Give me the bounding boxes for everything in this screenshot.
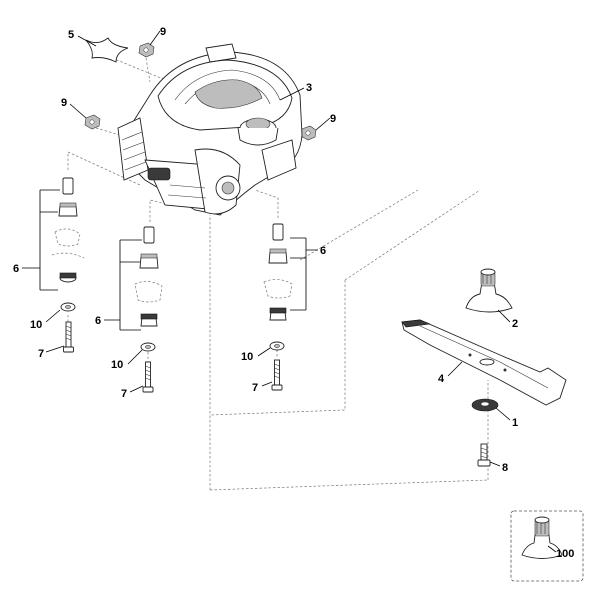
part-10-washer-right — [269, 341, 285, 351]
part-7-bolt-center — [142, 361, 154, 393]
callout-3: 3 — [306, 82, 312, 94]
part-9-nut-left — [84, 114, 101, 130]
part-6-mount-center — [134, 226, 163, 327]
callout-9-left: 9 — [61, 97, 67, 109]
part-9-nut-top — [138, 42, 155, 58]
part-10-washer-center — [140, 342, 156, 352]
leader-lines — [22, 30, 557, 553]
part-6-mount-left — [51, 177, 85, 283]
assembly-guide-lines — [67, 57, 489, 491]
callout-8: 8 — [502, 462, 508, 474]
callout-10-center: 10 — [111, 359, 123, 371]
part-7-bolt-left — [63, 321, 74, 353]
callout-9-right: 9 — [330, 113, 336, 125]
part-3-engine — [117, 43, 303, 216]
callout-7-center: 7 — [121, 388, 127, 400]
part-2-blade-adapter — [465, 268, 513, 313]
part-1-washer — [471, 398, 499, 412]
part-4-blade — [401, 319, 567, 406]
callout-7-left: 7 — [38, 348, 44, 360]
callout-10-left: 10 — [30, 319, 42, 331]
callout-4: 4 — [438, 373, 445, 385]
callout-6-left: 6 — [13, 263, 19, 275]
callout-2: 2 — [512, 318, 518, 330]
callout-9-top: 9 — [160, 26, 166, 38]
callout-6-center: 6 — [95, 315, 101, 327]
part-6-mount-right — [263, 223, 293, 321]
part-8-blade-bolt — [477, 443, 491, 467]
callout-7-right: 7 — [252, 382, 258, 394]
part-9-nut-right — [300, 125, 317, 141]
callout-labels: 5 9 3 9 9 6 6 6 10 7 10 7 10 7 2 4 1 8 1… — [13, 26, 574, 560]
callout-100: 100 — [556, 548, 574, 560]
part-10-washer-left — [60, 302, 76, 312]
callout-5: 5 — [68, 29, 74, 41]
part-7-bolt-right — [271, 359, 283, 391]
callout-6-right: 6 — [320, 245, 326, 257]
part-5-decal — [85, 37, 129, 63]
callout-10-right: 10 — [241, 351, 253, 363]
callout-1: 1 — [512, 417, 518, 429]
part-100-adapter-kit-box — [510, 510, 584, 582]
